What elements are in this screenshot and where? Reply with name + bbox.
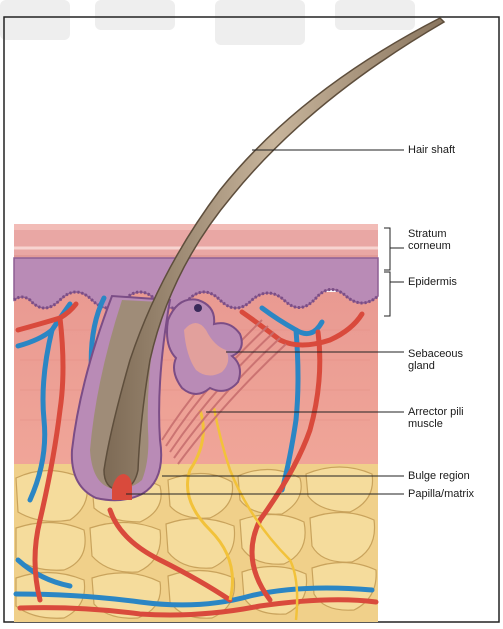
label-sebaceous-line2: gland [408, 360, 435, 372]
watermark-shapes [0, 0, 415, 45]
label-arrector-line2: muscle [408, 418, 443, 430]
label-stratum-line1: Stratum [408, 228, 447, 240]
label-arrector-line1: Arrector pili [408, 406, 464, 418]
label-hair-shaft: Hair shaft [408, 144, 455, 156]
label-papilla-matrix: Papilla/matrix [408, 488, 474, 500]
label-bulge-region: Bulge region [408, 470, 470, 482]
label-stratum-line2: corneum [408, 240, 451, 252]
label-epidermis: Epidermis [408, 276, 457, 288]
label-sebaceous-line1: Sebaceous [408, 348, 463, 360]
